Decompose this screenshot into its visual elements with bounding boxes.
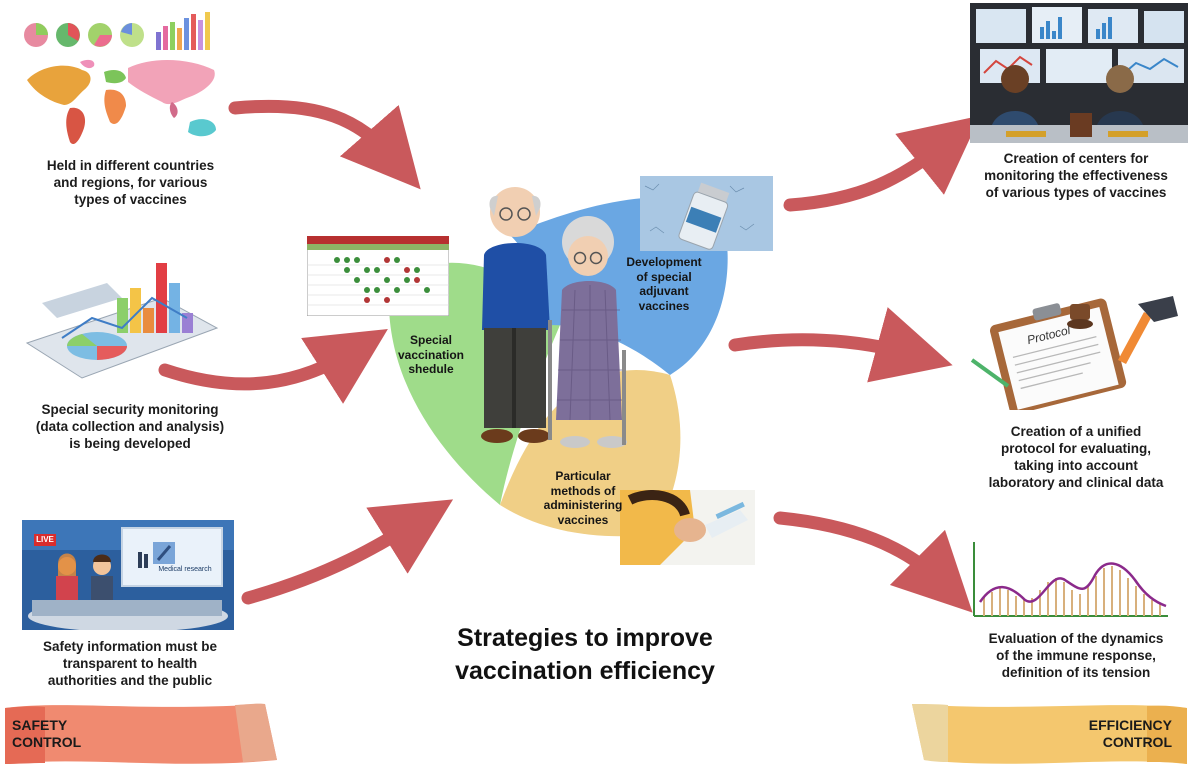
caption-line: transparent to health <box>16 655 244 672</box>
monitoring-center-illustration <box>970 3 1188 143</box>
arrow-right-bottom <box>780 518 945 585</box>
vaccine-vial-image <box>640 176 773 251</box>
banner-line: EFFICIENCY <box>1072 717 1172 734</box>
caption-line: laboratory and clinical data <box>960 474 1192 491</box>
efficiency-control-label: EFFICIENCY CONTROL <box>1072 717 1172 751</box>
caption-line: Safety information must be <box>16 638 244 655</box>
label-line: Particular <box>535 469 631 484</box>
label-line: shedule <box>392 362 470 377</box>
banner-line: CONTROL <box>1072 734 1172 751</box>
elderly-man <box>481 187 552 443</box>
label-line: vaccines <box>620 299 708 314</box>
caption-line: Special security monitoring <box>14 401 246 418</box>
caption-line: taking into account <box>960 457 1192 474</box>
arrow-left-top <box>235 106 395 160</box>
caption-held-in-countries: Held in different countries and regions,… <box>18 157 243 208</box>
protocol-clipboard-illustration: Protocol <box>968 290 1178 410</box>
elderly-couple-illustration <box>470 180 650 460</box>
safety-control-label: SAFETY CONTROL <box>12 717 81 751</box>
live-badge: LIVE <box>34 535 56 544</box>
title-line: Strategies to improve <box>405 622 765 655</box>
bar-icons <box>156 12 210 50</box>
vaccination-schedule-table-image <box>307 236 449 316</box>
caption-centers-monitoring: Creation of centers for monitoring the e… <box>960 150 1192 201</box>
arrow-right-top <box>790 140 950 205</box>
banner-line: CONTROL <box>12 734 81 751</box>
label-line: methods of <box>535 484 631 499</box>
news-studio-illustration: LIVE Medical research <box>22 520 234 630</box>
caption-safety-information: Safety information must be transparent t… <box>16 638 244 689</box>
banner-line: SAFETY <box>12 717 81 734</box>
injection-image <box>620 490 755 565</box>
immune-response-chart-illustration <box>970 540 1170 620</box>
caption-line: Evaluation of the dynamics <box>960 630 1192 647</box>
caption-unified-protocol: Creation of a unified protocol for evalu… <box>960 423 1192 491</box>
caption-line: monitoring the effectiveness <box>960 167 1192 184</box>
label-line: of special <box>620 270 708 285</box>
caption-line: of various types of vaccines <box>960 184 1192 201</box>
caption-line: protocol for evaluating, <box>960 440 1192 457</box>
caption-line: of the immune response, <box>960 647 1192 664</box>
world-map <box>27 60 216 144</box>
pie-icons <box>24 23 144 47</box>
elderly-woman <box>556 216 627 448</box>
label-line: vaccines <box>535 513 631 528</box>
caption-line: types of vaccines <box>18 191 243 208</box>
label-line: adjuvant <box>620 284 708 299</box>
label-line: Development <box>620 255 708 270</box>
caption-line: and regions, for various <box>18 174 243 191</box>
caption-security-monitoring: Special security monitoring (data collec… <box>14 401 246 452</box>
label-special-vaccination-shedule: Special vaccination shedule <box>392 333 470 377</box>
label-line: vaccination <box>392 348 470 363</box>
label-line: administering <box>535 498 631 513</box>
label-line: Special <box>392 333 470 348</box>
screen-label: Medical research <box>150 566 220 573</box>
3d-bar-chart-illustration <box>22 258 222 398</box>
charts-and-world-map-illustration <box>22 10 232 150</box>
title-line: vaccination efficiency <box>405 655 765 688</box>
caption-immune-response: Evaluation of the dynamics of the immune… <box>960 630 1192 681</box>
main-title: Strategies to improve vaccination effici… <box>405 622 765 688</box>
caption-line: authorities and the public <box>16 672 244 689</box>
caption-line: definition of its tension <box>960 664 1192 681</box>
caption-line: Creation of centers for <box>960 150 1192 167</box>
label-particular-methods: Particular methods of administering vacc… <box>535 469 631 527</box>
caption-line: (data collection and analysis) <box>14 418 246 435</box>
caption-line: Held in different countries <box>18 157 243 174</box>
caption-line: is being developed <box>14 435 246 452</box>
label-development-adjuvant-vaccines: Development of special adjuvant vaccines <box>620 255 708 313</box>
caption-line: Creation of a unified <box>960 423 1192 440</box>
